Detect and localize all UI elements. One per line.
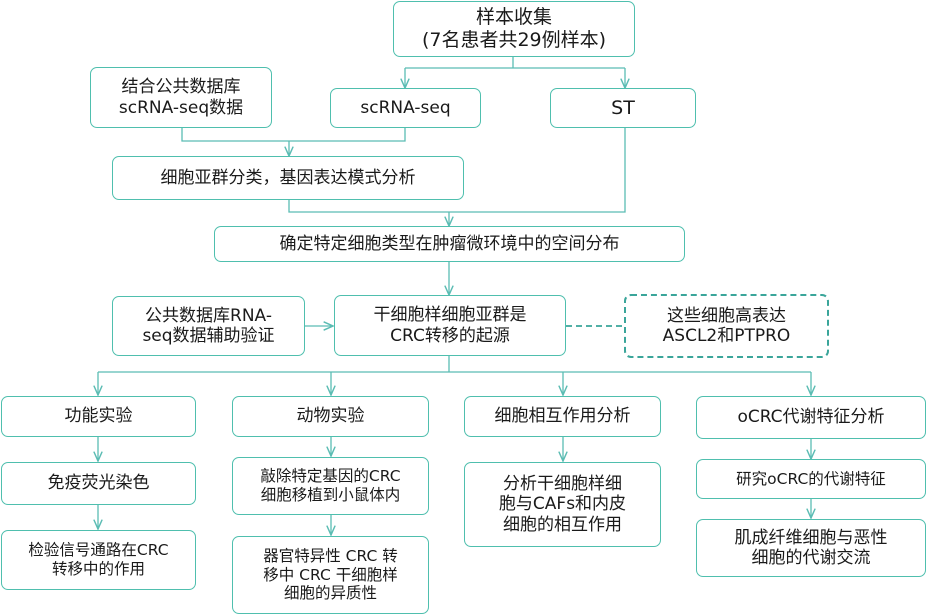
- node-text-line: 细胞的代谢交流: [751, 548, 871, 568]
- cell-interaction-box: 细胞相互作用分析: [464, 396, 661, 437]
- node-text-line: 器官特异性 CRC 转: [263, 547, 398, 566]
- node-text-line: 敲除特定基因的CRC: [260, 467, 401, 486]
- functional-experiment-box: 功能实验: [1, 396, 196, 437]
- public-rna-validation-box: 公共数据库RNA-seq数据辅助验证: [112, 296, 305, 356]
- node-text-line: oCRC代谢特征分析: [737, 407, 885, 428]
- node-text-line: 功能实验: [64, 406, 133, 427]
- node-text-line: 检验信号通路在CRC: [28, 541, 169, 560]
- node-text-line: 确定特定细胞类型在肿瘤微环境中的空间分布: [279, 233, 620, 254]
- node-text-line: 这些细胞高表达: [667, 305, 786, 326]
- node-text-line: 细胞的异质性: [283, 584, 377, 603]
- study-ocrc-box: 研究oCRC的代谢特征: [696, 459, 926, 499]
- organ-specific-box: 器官特异性 CRC 转移中 CRC 干细胞样细胞的异质性: [232, 536, 429, 614]
- sample-collection-box: 样本收集(7名患者共29例样本): [393, 1, 635, 57]
- myofibroblast-box: 肌成纤维细胞与恶性细胞的代谢交流: [696, 519, 926, 577]
- node-text-line: seq数据辅助验证: [142, 326, 275, 346]
- node-text-line: 胞与CAFs和内皮: [498, 494, 627, 515]
- node-text-line: 细胞亚群分类，基因表达模式分析: [160, 167, 416, 188]
- node-text-line: 动物实验: [296, 406, 365, 427]
- edge-scrna-down: [289, 128, 406, 142]
- scrna-seq-box: scRNA-seq: [330, 88, 481, 128]
- node-text-line: 肌成纤维细胞与恶性: [734, 527, 888, 548]
- ocrc-metabolism-box: oCRC代谢特征分析: [696, 396, 926, 439]
- node-text-line: scRNA-seq数据: [118, 97, 244, 118]
- spatial-distribution-box: 确定特定细胞类型在肿瘤微环境中的空间分布: [214, 226, 685, 262]
- node-text-line: 结合公共数据库: [121, 77, 241, 98]
- node-text-line: 免疫荧光染色: [47, 473, 150, 494]
- node-text-line: 样本收集: [475, 6, 552, 29]
- node-text-line: 移中 CRC 干细胞样: [263, 565, 398, 584]
- edge-subcluster-down: [288, 200, 449, 213]
- node-text-line: 分析干细胞样细: [503, 473, 622, 494]
- node-text-line: 转移中的作用: [51, 560, 145, 578]
- node-text-line: ST: [611, 96, 635, 119]
- node-text-line: 细胞相互作用分析: [494, 406, 631, 427]
- node-text-line: ASCL2和PTPRO: [662, 326, 791, 346]
- node-text-line: 细胞移植到小鼠体内: [260, 486, 401, 504]
- node-text-line: CRC转移的起源: [390, 325, 510, 346]
- animal-experiment-box: 动物实验: [232, 396, 429, 437]
- analyze-cafs-box: 分析干细胞样细胞与CAFs和内皮细胞的相互作用: [464, 462, 661, 547]
- st-box: ST: [550, 88, 696, 128]
- edge-public-sc: [181, 128, 289, 142]
- node-text-line: (7名患者共29例样本): [421, 29, 607, 51]
- node-text-line: 公共数据库RNA-: [145, 305, 272, 326]
- node-text-line: 研究oCRC的代谢特征: [736, 469, 886, 488]
- node-text-line: 干细胞样细胞亚群是: [373, 305, 527, 326]
- subcluster-analysis-box: 细胞亚群分类，基因表达模式分析: [112, 156, 464, 200]
- node-text-line: 细胞的相互作用: [503, 514, 622, 535]
- immunofluorescence-box: 免疫荧光染色: [1, 462, 196, 505]
- node-text-line: scRNA-seq: [360, 97, 451, 118]
- edge-st-down: [449, 128, 626, 213]
